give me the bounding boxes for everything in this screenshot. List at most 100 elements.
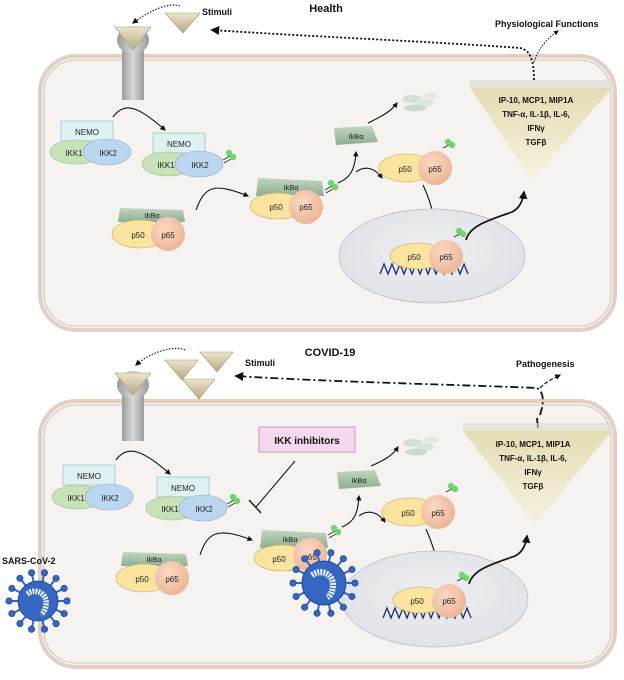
outcome-arrow [539, 374, 562, 389]
sars-cov-2-virus-icon [5, 569, 71, 633]
panel-title: Health [309, 3, 343, 15]
virus-spike-tip [16, 574, 24, 582]
p65-label: p65 [303, 553, 317, 562]
degradation-arrow [370, 446, 399, 467]
cell-membrane-inner [43, 404, 612, 664]
virus-spike-tip [348, 592, 356, 600]
ikba-free: IkBα [334, 126, 378, 145]
ikba-nfkb-complex-phospho: IkBα p50 p65 [249, 178, 339, 224]
cytokine-line: IFNγ [527, 124, 545, 133]
proteasome-degradation-icon [403, 437, 438, 456]
stimuli-label: Stimuli [202, 7, 232, 17]
virus-spike-tip [301, 603, 309, 611]
ikk-inhibitors-label: IKK inhibitors [274, 436, 340, 447]
ikba-label: IkBα [351, 476, 367, 485]
ligand-free-icon [164, 12, 201, 34]
transcription-arrow [468, 534, 531, 585]
cytokine-line: TGFβ [526, 138, 547, 147]
stimuli-arrow [132, 4, 181, 24]
virus-spike-tip [60, 610, 68, 618]
virus-spike-tip [40, 625, 48, 633]
p65-label: p65 [165, 575, 179, 584]
activation-arrow [115, 450, 171, 475]
ikk-complex-active: NEMO IKK1 IKK2 [141, 132, 237, 178]
ikba-label: IkBα [146, 555, 162, 564]
cytokine-line: IP-10, MCP1, MIP1A [496, 440, 571, 449]
ikk1-label: IKK1 [67, 494, 85, 503]
virus-spike-tip [348, 566, 356, 574]
virus-spike-tip [289, 579, 297, 587]
ikba-free: IkBα [337, 470, 381, 489]
ikk-inhibitors-box: IKK inhibitors [258, 426, 356, 453]
dissociation-arrow [337, 150, 359, 184]
virus-spike-tip [5, 597, 13, 605]
virus-rna [25, 588, 49, 617]
ikba-label: IkBα [348, 132, 364, 141]
ligand-free-icon [181, 378, 216, 400]
panel-title: COVID-19 [305, 347, 356, 359]
virus-spike-tip [351, 579, 359, 587]
phospho-icon [330, 524, 338, 532]
virus-spike-tip [301, 555, 309, 563]
virus-spike-tip [327, 549, 335, 557]
degradation-arrow [367, 102, 398, 124]
cytokine-line: TGFβ [523, 482, 544, 491]
activation-arrow [112, 107, 166, 131]
phosphorylation-arrow [199, 532, 254, 556]
outcome-label: Physiological Functions [495, 19, 599, 29]
nfkb-dimer-free: p50 p65 [381, 482, 459, 529]
outcome-label: Pathogenesis [516, 359, 575, 369]
p65-label: p65 [439, 253, 453, 262]
ikk2-label: IKK2 [195, 505, 213, 514]
nemo-label: NEMO [167, 140, 191, 149]
p65-label: p65 [431, 509, 445, 518]
ikba-nfkb-complex: IkBα p50 p65 [115, 552, 189, 595]
p50-label: p50 [131, 231, 145, 240]
nfkb-dimer-free: p50 p65 [378, 138, 456, 185]
inhibition-line [255, 460, 296, 508]
ikk-complex-inactive: NEMO IKK1 IKK2 [49, 120, 132, 166]
phospho-icon [225, 149, 233, 157]
virus-spike-tip [8, 584, 16, 592]
ikk2-label: IKK2 [99, 149, 117, 158]
virus-spike-tip [339, 603, 347, 611]
stimuli-label: Stimuli [245, 358, 275, 368]
outcome-arrow [533, 30, 559, 63]
p50-label: p50 [135, 575, 149, 584]
release-arrow [355, 167, 383, 179]
phospho-icon [229, 493, 237, 501]
p50-label: p50 [410, 597, 424, 606]
ikk2-label: IKK2 [101, 494, 119, 503]
ikba-label: IkBα [144, 211, 160, 220]
nfkb-dimer-nuclear: p50 p65 [392, 571, 470, 618]
phospho-icon [327, 179, 335, 187]
dissociation-arrow [341, 494, 362, 528]
ikba-label: IkBα [283, 183, 299, 192]
virus-envelope [301, 560, 347, 606]
cytokine-shadow [470, 80, 612, 88]
ikk-complex-active: NEMO IKK1 IKK2 [145, 476, 241, 522]
cytokine-line: TNF-α, IL-1β, IL-6, [499, 454, 567, 463]
ligand-bound-icon [114, 372, 152, 396]
p65-label: p65 [299, 203, 313, 212]
p50-label: p50 [269, 203, 283, 212]
nemo-label: NEMO [77, 472, 101, 481]
cytokine-triangle [470, 88, 612, 180]
nemo-label: NEMO [75, 128, 99, 137]
p65-label: p65 [161, 231, 175, 240]
p50-label: p50 [272, 555, 286, 564]
virus-spike-tip [339, 555, 347, 563]
virus-spike-tip [40, 569, 48, 577]
nemo-label: NEMO [171, 484, 195, 493]
covid-panel: COVID-19 Stimuli Pathogenesis IKK inhibi… [2, 347, 617, 669]
p65-label: p65 [428, 165, 442, 174]
ikba-nfkb-complex: IkBα p50 p65 [111, 208, 185, 251]
p50-label: p50 [407, 253, 421, 262]
cytokine-line: IFNγ [524, 468, 542, 477]
p65-label: p65 [442, 597, 456, 606]
ligand-free-icon [199, 351, 234, 373]
ikk-complex-inactive: NEMO IKK1 IKK2 [51, 464, 134, 511]
cytokine-line: TNF-α, IL-1β, IL-6, [502, 110, 570, 119]
virus-spike-tip [292, 566, 300, 574]
virus-spike-tip [52, 620, 60, 628]
